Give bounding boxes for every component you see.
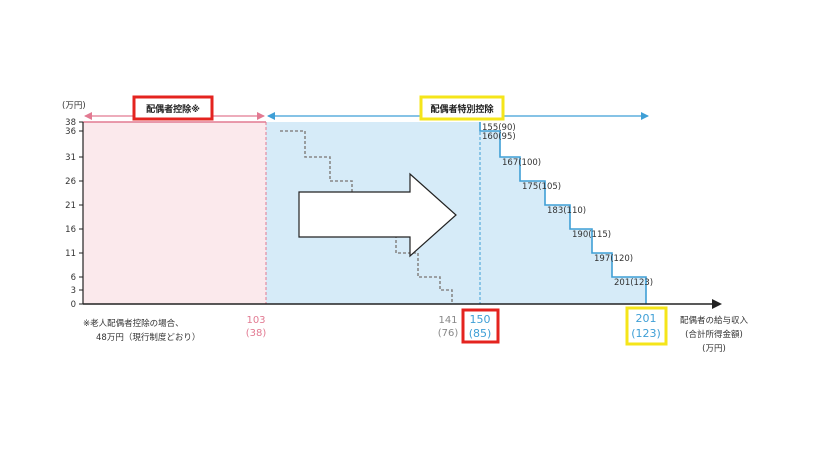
spouse-deduction-label: 配偶者控除※: [146, 103, 200, 115]
x-axis-label-line-1: 配偶者の給与収入: [680, 315, 749, 326]
y-tick-label: 31: [65, 153, 76, 163]
x-axis-label-unit: (万円): [702, 344, 726, 354]
spouse-deduction-label-box: [132, 95, 214, 121]
step-label: 183(110): [547, 206, 586, 216]
marker-150-highlight-box: [461, 308, 500, 344]
x-marker-201-income-total: (123): [631, 327, 661, 340]
x-axis-arrow-icon: [712, 299, 722, 309]
x-marker-150-income-total: (85): [469, 327, 492, 340]
y-tick-label: 36: [65, 127, 76, 137]
step-label: 197(120): [594, 254, 633, 264]
step-label: 167(100): [502, 158, 541, 168]
y-tick-label: 38: [65, 118, 76, 128]
y-tick-label: 3: [71, 286, 76, 296]
step-label: 175(105): [522, 182, 561, 192]
special-deduction-area: [266, 122, 646, 304]
step-label: 190(115): [572, 230, 611, 240]
x-axis-label-line-2: (合計所得金額): [685, 329, 743, 340]
special-deduction-label-box: [419, 95, 505, 121]
special-deduction-step-line: [479, 122, 647, 304]
step-label: 155(90): [482, 123, 516, 133]
step-labels: 155(90)160(95) 167(100) 175(105) 183(110) 19…: [482, 123, 653, 288]
step-label: 201(123): [614, 278, 653, 288]
x-marker-103-income: 103: [246, 315, 265, 326]
y-tick-label: 21: [65, 201, 76, 211]
x-marker-150-income: 150: [470, 313, 491, 326]
footnote-line-2: 48万円（現行制度どおり）: [96, 332, 200, 343]
x-marker-201: 201 (123): [631, 312, 661, 340]
x-marker-150: 150 (85): [469, 313, 492, 340]
x-marker-141-income-total: (76): [438, 328, 459, 339]
x-marker-141: 141 (76): [438, 315, 459, 339]
step-label: 160(95): [482, 132, 516, 142]
footnote-line-1: ※老人配偶者控除の場合、: [83, 318, 184, 329]
y-tick-label: 6: [71, 273, 76, 283]
y-tick-label: 11: [65, 249, 76, 259]
marker-201-highlight-box: [625, 306, 668, 346]
x-marker-103-income-total: (38): [246, 328, 267, 339]
y-unit-label: (万円): [62, 101, 86, 111]
expansion-arrow-icon: [298, 172, 457, 258]
special-deduction-label: 配偶者特別控除: [430, 103, 494, 115]
y-tick-label: 0: [71, 300, 76, 310]
y-tick-label: 26: [65, 177, 76, 187]
x-marker-103: 103 (38): [246, 315, 267, 339]
x-marker-141-income: 141: [438, 315, 457, 326]
x-marker-201-income: 201: [636, 312, 657, 325]
spouse-deduction-area: [83, 122, 266, 304]
y-tick-label: 16: [65, 225, 76, 235]
